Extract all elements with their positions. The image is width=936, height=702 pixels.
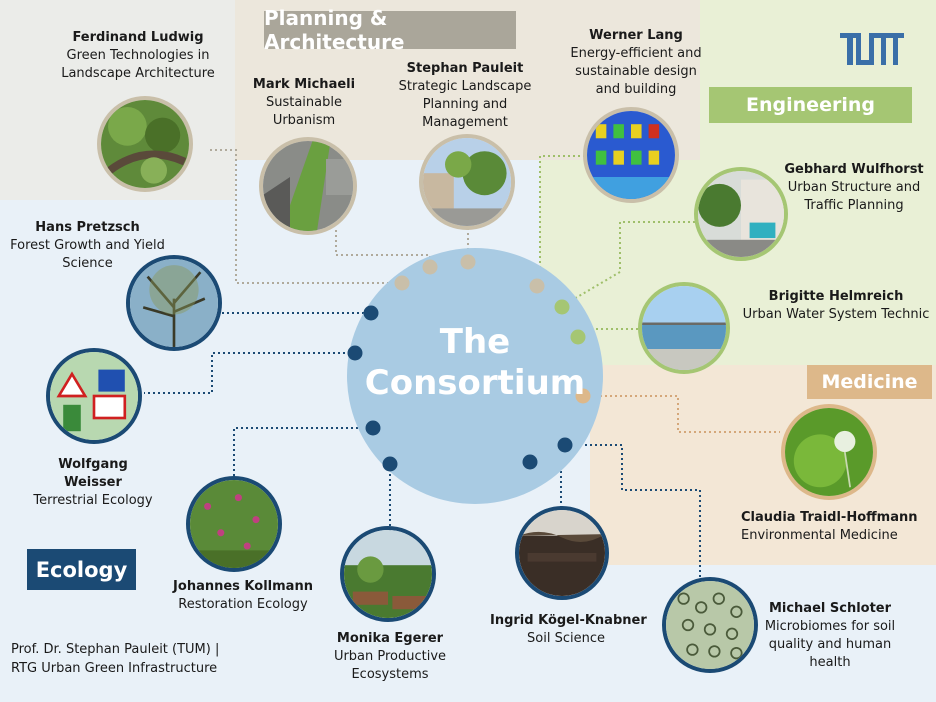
member-lang: Werner Lang Energy-efficient and sustain… [566,27,706,99]
member-role-line: Science [62,256,113,271]
member-role-line: Landscape Architecture [61,66,215,81]
node-dot [557,437,573,453]
member-role-line: sustainable design [575,64,697,79]
consortium-title-line2: Consortium [364,363,586,403]
member-role-line: Planning and Management [422,97,508,130]
node-dot [365,420,381,436]
member-pretzsch: Hans Pretzsch Forest Growth and Yield Sc… [5,219,170,273]
footer-credit: Prof. Dr. Stephan Pauleit (TUM) | RTG Ur… [11,640,219,678]
node-dot [460,254,476,270]
member-helmreich: Brigitte Helmreich Urban Water System Te… [740,288,932,324]
medicine-tag: Medicine [807,365,932,399]
member-koegel: Ingrid Kögel-Knabner Soil Science [490,612,647,648]
member-role-line: Urban Water System Technic [742,307,930,322]
connector-ludwig [210,149,402,284]
member-ludwig: Ferdinand Ludwig Green Technologies in L… [53,29,223,83]
footer-line2: RTG Urban Green Infrastructure [11,661,218,676]
member-name: Gebhard Wulfhorst [784,162,924,177]
member-role-line: Environmental Medicine [741,528,898,543]
node-dot [363,305,379,321]
member-name: Wolfgang Weisser [58,457,128,490]
tum-logo-mark [840,33,904,65]
dandelion-photo [781,404,877,500]
node-dot [529,278,545,294]
ecology-tag: Ecology [27,549,136,590]
member-role-line: Urban Productive [333,649,447,664]
meadow-photo [186,476,282,572]
member-name: Monika Egerer [336,631,444,646]
member-role-line: Strategic Landscape [398,79,532,94]
node-dot [575,388,591,404]
member-role-line: Soil Science [527,631,605,646]
bare-tree-photo [126,255,222,351]
member-role-line: and building [595,82,677,97]
member-name: Claudia Traidl-Hoffmann [741,510,918,525]
node-dot [347,345,363,361]
node-dot [522,454,538,470]
member-role-line: quality and human [768,637,892,652]
water-basin-photo [638,282,730,374]
member-role-line: health [809,655,851,670]
member-role-line: Sustainable Urbanism [265,95,342,128]
footer-line1: Prof. Dr. Stephan Pauleit (TUM) | [11,642,220,657]
microbes-photo [662,577,758,673]
urban-garden-photo [340,526,436,622]
member-name: Ingrid Kögel-Knabner [490,613,647,628]
member-pauleit: Stephan Pauleit Strategic Landscape Plan… [378,60,552,132]
consortium-title: The Consortium [347,322,603,404]
member-name: Stephan Pauleit [406,61,524,76]
connector-kollmann [233,427,373,478]
member-egerer: Monika Egerer Urban Productive Ecosystem… [326,630,454,684]
member-name: Hans Pretzsch [35,220,140,235]
member-schloter: Michael Schloter Microbiomes for soil qu… [760,600,900,672]
member-kollmann: Johannes Kollmann Restoration Ecology [170,578,316,614]
member-name: Werner Lang [589,28,683,43]
member-role-line: Microbiomes for soil [764,619,896,634]
engineering-tag: Engineering [709,87,912,123]
member-weisser: Wolfgang Weisser Terrestrial Ecology [28,456,158,510]
member-role-line: Traffic Planning [804,198,904,213]
connector-weisser [144,352,355,394]
node-dot [554,299,570,315]
member-role-line: Restoration Ecology [178,597,308,612]
member-role-line: Urban Structure and [787,180,921,195]
member-name: Michael Schloter [768,601,892,616]
tum-logo [840,33,904,65]
node-dot [382,456,398,472]
node-dot [570,329,586,345]
member-name: Ferdinand Ludwig [72,30,204,45]
member-name: Brigitte Helmreich [768,289,904,304]
tree-canopy-photo [97,96,193,192]
connector-lang [539,155,590,286]
member-role-line: Green Technologies in [66,48,210,63]
connector-schloter [565,444,701,578]
street-trees-photo [419,134,515,230]
member-michaeli: Mark Michaeli Sustainable Urbanism [234,76,374,130]
consortium-title-line1: The [439,322,511,362]
member-name: Mark Michaeli [252,77,356,92]
member-role-line: Terrestrial Ecology [33,493,153,508]
node-dot [394,275,410,291]
animal-signs-photo [46,348,142,444]
member-role-line: Ecosystems [351,667,429,682]
node-dot [422,259,438,275]
green-boulevard-photo [259,137,357,235]
connector-traidl [585,395,780,433]
connector-wulfhorst [561,221,695,307]
member-role-line: Forest Growth and Yield [10,238,165,253]
member-traidl: Claudia Traidl-Hoffmann Environmental Me… [741,509,918,545]
member-role-line: Energy-efficient and [570,46,702,61]
planning-tag: Planning & Architecture [264,6,516,54]
connector-michaeli [335,230,431,267]
consortium-circle [347,248,603,504]
member-name: Johannes Kollmann [173,579,313,594]
green-street-photo [694,167,788,261]
soil-profile-photo [515,506,609,600]
thermal-facade-photo [583,107,679,203]
member-wulfhorst: Gebhard Wulfhorst Urban Structure and Tr… [779,161,929,215]
